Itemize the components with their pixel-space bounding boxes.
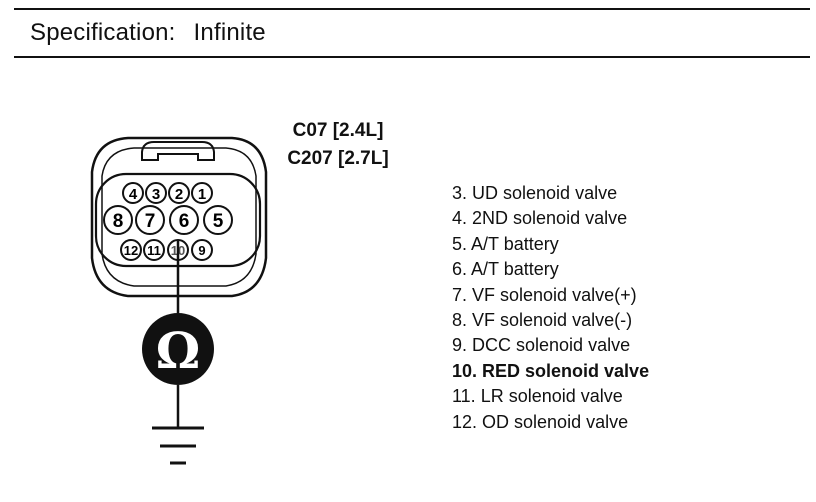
- specification-value: Infinite: [193, 19, 266, 46]
- pin-3-label: 3: [152, 186, 160, 203]
- legend-item: 7. VF solenoid valve(+): [452, 284, 637, 305]
- connector-inner-outline: [101, 147, 257, 287]
- pin-7: 7: [135, 205, 165, 235]
- connector-latch: [141, 141, 215, 161]
- pin-5-label: 5: [213, 211, 224, 232]
- pin-7-label: 7: [145, 211, 156, 232]
- specification-label: Specification:: [30, 19, 176, 46]
- pin-4-label: 4: [129, 186, 138, 203]
- legend-item: 3. UD solenoid valve: [452, 183, 618, 203]
- pin-2: 2: [168, 182, 190, 204]
- legend-item: 6. A/T battery: [452, 259, 559, 280]
- pin-6-label: 6: [179, 211, 190, 232]
- pin-3: 3: [145, 182, 167, 204]
- pin-12: 12: [120, 239, 142, 261]
- connector-id-2-7l: C207 [2.7L]: [287, 148, 389, 169]
- legend-item: 9. DCC solenoid valve: [452, 335, 631, 356]
- pin-11: 11: [143, 239, 165, 261]
- pin-9: 9: [191, 239, 213, 261]
- specification-line: Specification: Infinite: [30, 19, 266, 47]
- legend-item: 5. A/T battery: [452, 233, 559, 254]
- ohm-symbol: Ω: [156, 321, 201, 380]
- pin-9-label: 9: [198, 243, 205, 258]
- ohmmeter: Ω: [142, 313, 214, 385]
- pin-11-label: 11: [147, 243, 161, 258]
- legend-item: 4. 2ND solenoid valve: [452, 208, 628, 229]
- bottom-rule: [14, 56, 810, 58]
- pin-legend: 3. UD solenoid valve 4. 2ND solenoid val…: [452, 181, 649, 435]
- legend-item: 12. OD solenoid valve: [452, 411, 629, 432]
- legend-item: 8. VF solenoid valve(-): [452, 310, 633, 331]
- legend-item: 11. LR solenoid valve: [452, 386, 623, 407]
- legend-item: 10. RED solenoid valve: [452, 360, 650, 381]
- pin-5: 5: [203, 205, 233, 235]
- connector-housing: [90, 136, 268, 298]
- pin-1: 1: [191, 182, 213, 204]
- connector-id-2-4l: C07 [2.4L]: [292, 120, 384, 141]
- top-rule: [14, 8, 810, 10]
- pin-8-label: 8: [113, 211, 124, 232]
- ground-icon: [152, 426, 204, 465]
- pin-8: 8: [103, 205, 133, 235]
- pin-1-label: 1: [198, 186, 206, 203]
- pin-4: 4: [122, 182, 144, 204]
- pin-6: 6: [169, 205, 199, 235]
- pin-2-label: 2: [175, 186, 183, 203]
- connector-label: C07 [2.4L] C207 [2.7L]: [258, 117, 418, 173]
- pin-12-label: 12: [124, 243, 138, 258]
